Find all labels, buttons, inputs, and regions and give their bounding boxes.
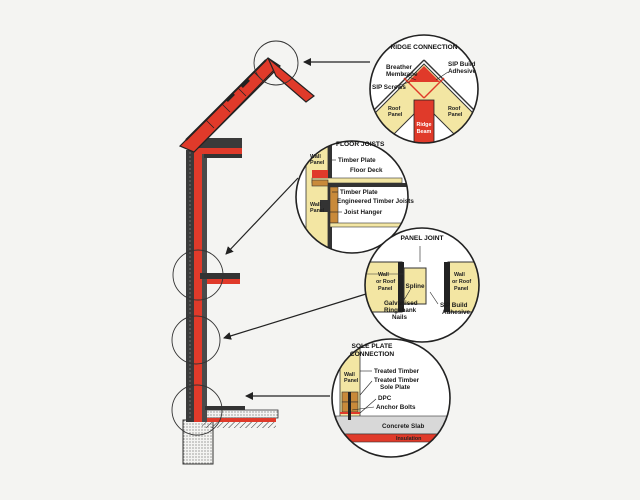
ground-slab [195,409,279,419]
insulation-label: Insulation [396,436,421,442]
ridge-adhesive-label-1: SIP Build [448,61,476,68]
timber-plate-label-2: Timber Plate [340,189,378,196]
floor-wall-panel-bot-2: Panel [310,208,325,214]
ridge-roof-panel-r2: Panel [448,112,463,118]
breather-label-2: Membrane [386,71,418,78]
ridge-roof-panel-r1: Roof [448,106,460,112]
joint-adhesive-label-2: Adhesive [442,309,470,316]
floor-wall-panel-top-2: Panel [310,160,325,166]
ridge-roof-panel-l2: Panel [388,112,403,118]
spline-label: Spline [406,283,425,290]
ridge-roof-panel-l1: Roof [388,106,400,112]
breather-label-1: Breather [386,64,412,71]
floor-joists-callout: FLOOR JOISTS Wall Panel Timber Plate Flo… [295,140,414,254]
floor-title: FLOOR JOISTS [336,141,385,148]
ridge-title: RIDGE CONNECTION [390,44,457,51]
concrete-slab-label: Concrete Slab [382,423,424,430]
joint-title: PANEL JOINT [401,235,444,242]
ridge-beam-label-2: Beam [417,129,432,135]
sole-plate-label-2: Sole Plate [380,384,411,391]
floor-deck-label: Floor Deck [350,167,383,174]
callout-arrows [223,58,370,400]
ground-insulation [200,418,276,422]
roof-slope-right [267,57,315,103]
nails-label-1: Galvanised [384,300,418,307]
sole-plate-label-1: Treated Timber [374,377,420,384]
sip-screws-label: SIP Screws [372,84,406,91]
joint-left-panel-1: Wall [378,272,389,278]
panel-joint-callout: PANEL JOINT Wall or Roof Panel Wall or R… [364,227,480,343]
joint-adhesive-label-1: SIP Build [440,302,468,309]
joint-left-panel-3: Panel [378,286,393,292]
sole-plate-callout: SOLE PLATE CONNECTION Wall Panel Treated… [331,338,451,458]
joint-right-panel-1: Wall [454,272,465,278]
floor-wall-panel-top-1: Wall [310,154,321,160]
house-section [178,57,315,465]
joint-right-panel-3: Panel [454,286,469,292]
treated-timber-label: Treated Timber [374,368,420,375]
upper-floor [200,273,240,279]
locator-circles [171,40,299,436]
eaves-box [190,138,242,148]
roof-slope-left [178,57,281,153]
ridge-connection-callout: RIDGE CONNECTION Breather Membrane SIP S… [369,34,479,144]
wall-panel-inner [202,150,207,422]
floor-locator [172,249,224,301]
joint-arrow [223,293,367,340]
sole-wall-panel-2: Panel [344,378,359,384]
joint-left-panel-2: or Roof [376,279,395,285]
sole-title-2: CONNECTION [350,351,395,358]
wall-panel-core [194,150,202,422]
floor-arrow [225,177,299,255]
lower-floor [205,406,245,410]
ridge-beam [413,99,435,143]
engineered-joists-label: Engineered Timber Joists [337,198,414,205]
nails-label-2: Ringshank [384,307,417,314]
anchor-bolts-label: Anchor Bolts [376,404,416,411]
joint-locator [171,315,221,365]
sole-title-1: SOLE PLATE [352,343,394,350]
joist-hanger-label: Joist Hanger [344,209,383,216]
ground-hatch [202,422,276,428]
nails-label-3: Nails [392,314,408,321]
dpc-label: DPC [378,395,392,402]
ridge-adhesive-label-2: Adhesive [448,68,476,75]
sole-wall-panel-1: Wall [344,372,355,378]
floor-wall-panel-bot-1: Wall [310,202,321,208]
ridge-beam-label-1: Ridge [417,122,432,128]
timber-plate-label: Timber Plate [338,157,376,164]
joint-right-panel-2: or Roof [452,279,471,285]
ridge-locator [253,40,299,86]
sole-locator [171,384,223,436]
